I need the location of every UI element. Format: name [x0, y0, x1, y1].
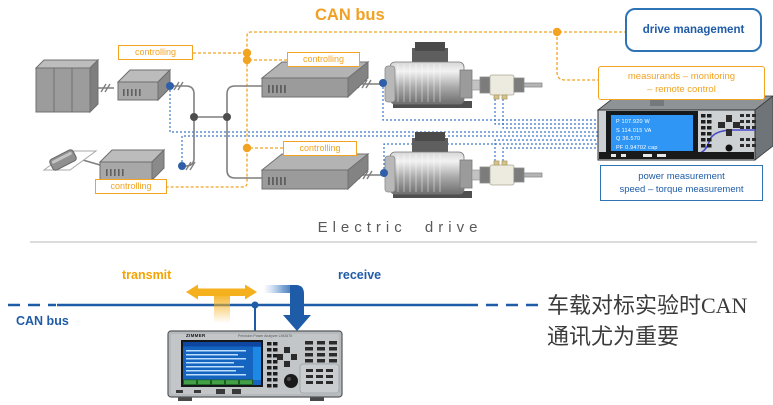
softkey-strip: [267, 342, 278, 388]
front-connectors: [176, 389, 241, 394]
controlling-label-1: controlling: [118, 45, 193, 60]
note-line1: 车载对标实验时CAN: [547, 293, 748, 318]
note-line2: 通讯尤为重要: [547, 324, 680, 349]
can-bus-label-bottom: CAN bus: [16, 314, 69, 328]
junction-dots: [166, 27, 562, 309]
converter-box-2: [98, 148, 166, 182]
note-text: 车载对标实验时CAN 通讯尤为重要: [547, 290, 773, 352]
analyzer-screen: P 107.920 W S 114.015 VA Q 36.570 PF 0.9…: [610, 114, 694, 152]
inverter-1: [260, 60, 370, 99]
instrument-model: Precision Power Analyzer LMG670: [238, 333, 293, 338]
instrument-keys-bottom: [306, 369, 333, 384]
measurands-line1: measurands – monitoring: [627, 71, 736, 82]
transmit-arrow: [186, 284, 257, 323]
receive-arrow: [264, 285, 311, 331]
motor-1: [384, 42, 481, 108]
instrument-keys-top: [305, 341, 337, 363]
analyzer-dpad: [718, 115, 740, 136]
measurands-line2: – remote control: [647, 84, 716, 95]
screen-text-rows: [186, 350, 246, 376]
power-measurement-line2: speed – torque measurement: [619, 184, 744, 195]
instrument-dpad: [277, 347, 297, 367]
controlling-label-2: controlling: [287, 52, 360, 67]
screen-line-q: Q 36.570: [616, 136, 641, 142]
converter-box-1: [116, 68, 172, 102]
measurement-signal-lines: [169, 83, 598, 173]
screen-line-pf: PF 0.94702 cap: [616, 144, 658, 151]
measurands-box: measurands – monitoring – remote control: [598, 66, 765, 100]
can-bus-title: CAN bus: [315, 6, 385, 24]
battery-stack: [34, 58, 100, 114]
controlling-label-3: controlling: [283, 141, 357, 156]
cylinder-device: [42, 149, 98, 171]
power-measurement-box: power measurement speed – torque measure…: [600, 165, 763, 201]
inverter-2: [260, 152, 370, 191]
instrument-brand: ZIMMER: [186, 332, 206, 338]
electric-drive-caption: Electric drive: [317, 219, 483, 236]
bottom-can-line: [8, 303, 538, 331]
power-measurement-line1: power measurement: [638, 171, 725, 182]
analyzer-keypad: [740, 114, 756, 147]
analyzer-button-strip: [701, 114, 712, 148]
drive-management-box: drive management: [625, 8, 762, 52]
torque-sensor-1: [479, 74, 543, 100]
screen-line-p: P 107.920 W: [616, 119, 650, 125]
can-bus-lines: [167, 31, 627, 188]
torque-sensor-2: [479, 160, 543, 186]
power-analyzer-bottom: [167, 330, 343, 401]
screen-line-s: S 114.015 VA: [616, 127, 652, 134]
transmit-label: transmit: [122, 268, 172, 282]
motor-2: [384, 132, 481, 198]
controlling-label-4: controlling: [95, 179, 167, 194]
receive-label: receive: [338, 268, 382, 282]
